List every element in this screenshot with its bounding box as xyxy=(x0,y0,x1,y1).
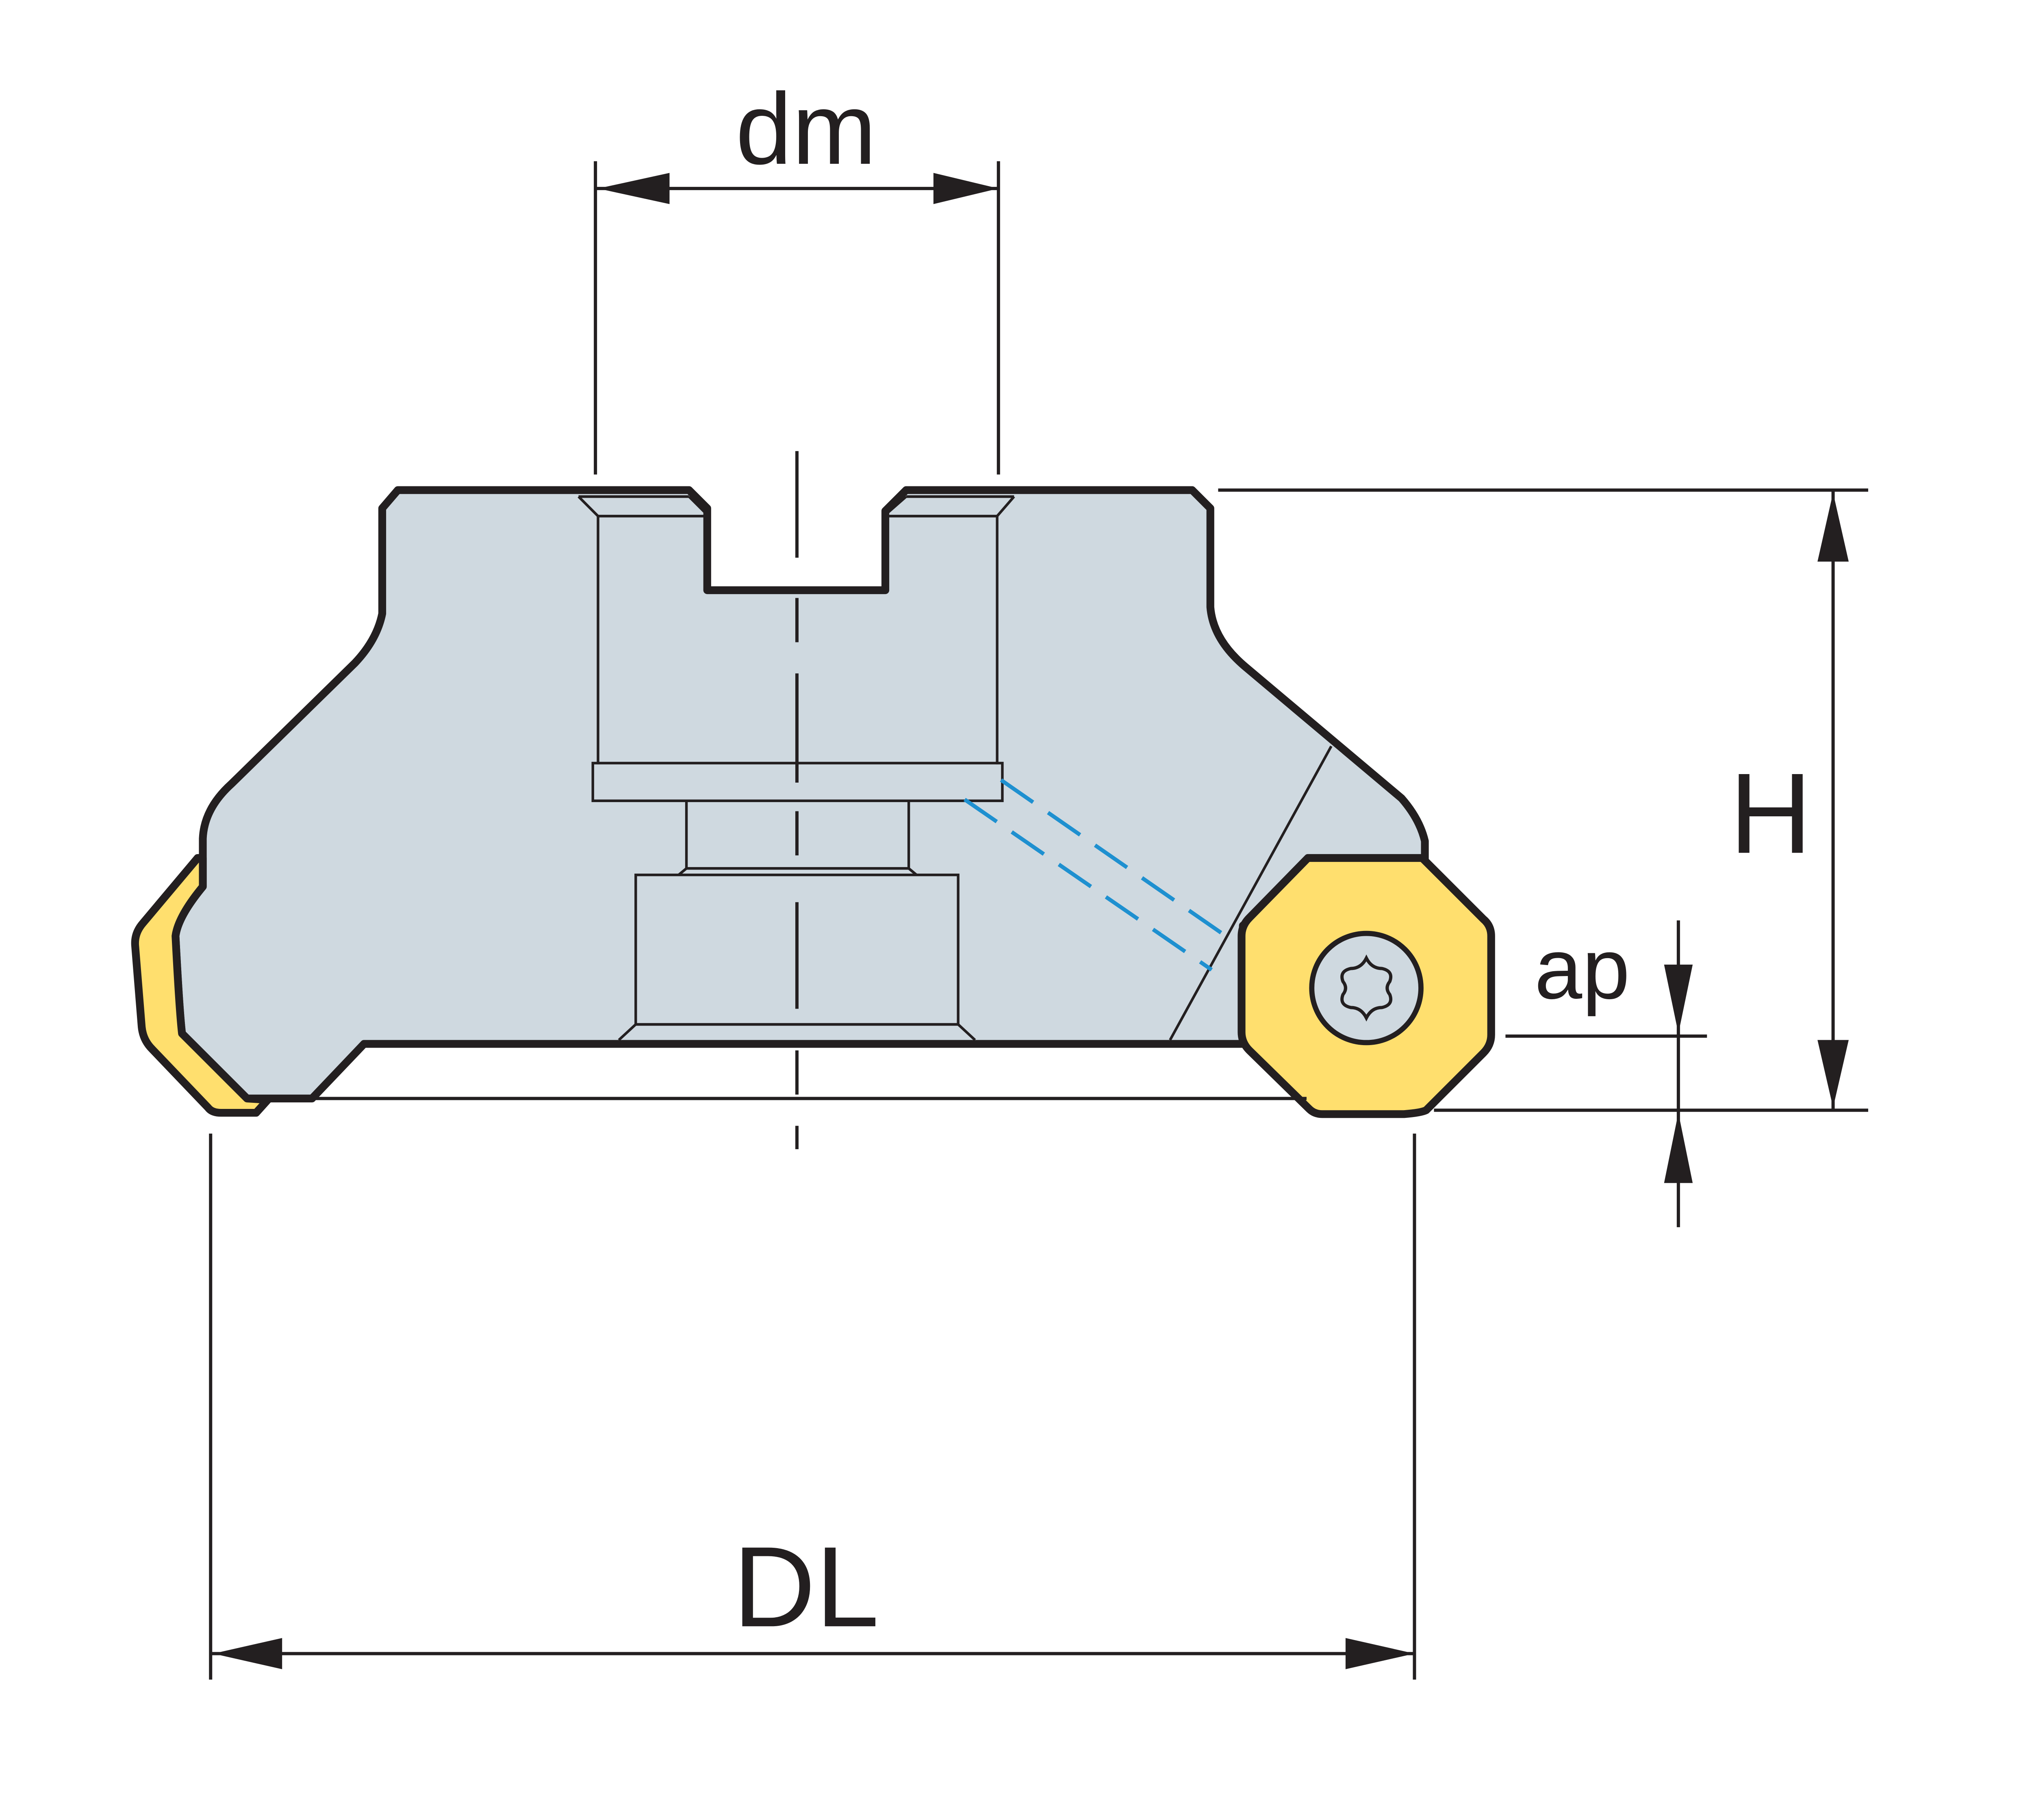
left-insert-shape xyxy=(131,854,272,1117)
H-arrow-top-icon xyxy=(1817,492,1849,562)
arrow-heads xyxy=(213,173,1849,1669)
dm-arrow-right-icon xyxy=(933,173,999,204)
dm-arrow-left-icon xyxy=(598,173,670,204)
cutter-body-outline xyxy=(172,486,1429,1102)
label-ap: ap xyxy=(1535,921,1630,1017)
ap-arrow-bottom-icon xyxy=(1664,1113,1693,1183)
left-insert xyxy=(131,854,272,1117)
label-H: H xyxy=(1729,749,1812,877)
ap-arrow-top-icon xyxy=(1664,964,1693,1034)
cutter-body xyxy=(172,486,1429,1102)
label-DL: DL xyxy=(733,1523,879,1651)
H-arrow-bottom-icon xyxy=(1817,1040,1849,1108)
right-insert xyxy=(1237,854,1495,1118)
coolant-channel-upper xyxy=(1000,778,1223,935)
torx-screw-icon xyxy=(1309,931,1424,1046)
label-dm: dm xyxy=(736,72,877,185)
bore-lines xyxy=(577,495,1333,1041)
DL-arrow-right-icon xyxy=(1345,1638,1415,1669)
coolant-channel-lower xyxy=(963,798,1213,972)
dimension-lines xyxy=(209,161,1868,1680)
coolant-channels xyxy=(963,778,1223,972)
DL-arrow-left-icon xyxy=(213,1638,282,1669)
torx-star xyxy=(1340,954,1393,1022)
